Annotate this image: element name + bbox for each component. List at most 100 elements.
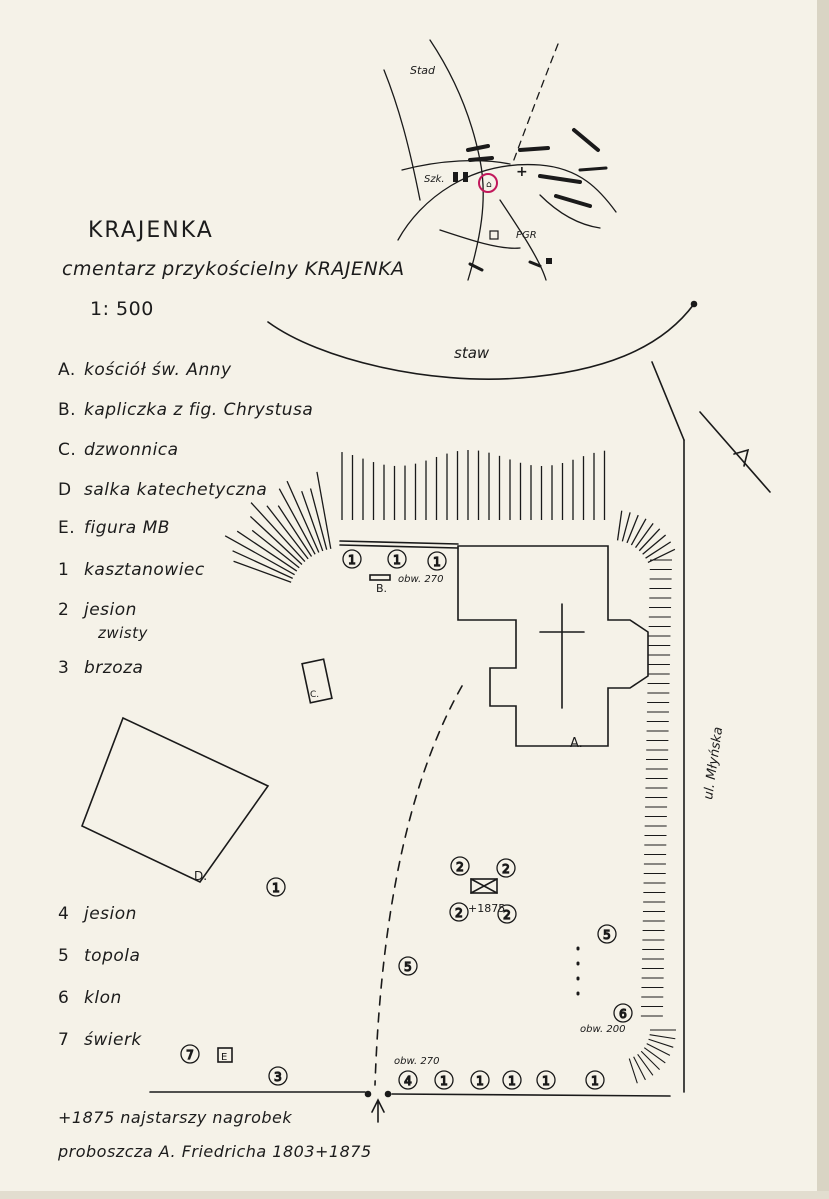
tree-number: 1 (508, 1074, 516, 1088)
footnote-line-2: proboszcza A. Friedricha 1803+1875 (58, 1142, 372, 1161)
tree-marker: 2 (497, 904, 517, 924)
legend-tree-3: 3 brzoza (58, 658, 143, 678)
legend-label: brzoza (84, 658, 144, 678)
pond-label: staw (454, 344, 490, 362)
legend-item-e: E.figura MB (58, 518, 170, 538)
pond-shoreline (267, 303, 695, 380)
hachure (316, 471, 332, 549)
inset-church-cross: + (516, 164, 528, 180)
inset-road (511, 43, 559, 166)
label-chapel: B. (376, 582, 387, 595)
inset-road (499, 199, 547, 281)
tree-number: 3 (274, 1070, 282, 1084)
hachure (630, 518, 647, 546)
legend-key: 3 (58, 658, 70, 678)
tree-number: 7 (186, 1048, 194, 1062)
hachure (251, 529, 300, 569)
legend-label: kościół św. Anny (84, 360, 232, 380)
legend-key: 2 (58, 600, 70, 620)
legend-key: B. (58, 400, 77, 420)
slope-tick (646, 1043, 671, 1056)
tree-number: 1 (591, 1074, 599, 1088)
tree-number: 1 (433, 555, 441, 569)
inset-post-label: PGR (516, 230, 537, 241)
tree-marker: 1 (536, 1070, 556, 1090)
legend-item-c: C.dzwonnica (58, 440, 179, 460)
hachure (232, 550, 293, 579)
hall-d (80, 716, 270, 884)
label-figure: E (221, 1052, 227, 1063)
tree-marker: 4 (398, 1070, 418, 1090)
pond-end-dot (690, 300, 698, 308)
hachure (286, 480, 320, 553)
tree-marker: 2 (449, 902, 469, 922)
map-subtitle: cmentarz przykościelny KRAJENKA (62, 258, 405, 280)
inset-road (439, 229, 521, 249)
tree-marker: 7 (180, 1044, 200, 1064)
tree-number: 2 (456, 860, 464, 874)
legend-label: salka katechetyczna (84, 480, 268, 500)
hachure (266, 505, 309, 560)
hachure (626, 514, 639, 544)
label-belfry: C. (310, 690, 319, 700)
tree-number: 2 (503, 908, 511, 922)
tree-marker: 5 (398, 956, 418, 976)
legend-label: kapliczka z fig. Chrystusa (84, 400, 314, 420)
hachure (621, 512, 631, 542)
inset-road (397, 163, 617, 241)
map-title: KRAJENKA (88, 218, 214, 243)
boundary-bottom-right (391, 1093, 671, 1097)
north-arrow-head (733, 448, 750, 467)
inset-school-label: Szk. (424, 174, 445, 185)
tree-number: 5 (404, 960, 412, 974)
tree-marker: 1 (342, 549, 362, 569)
tree-marker: 6 (613, 1003, 633, 1023)
inset-road (401, 159, 511, 171)
north-arrow-shaft (699, 411, 771, 493)
legend-key: 4 (58, 904, 70, 924)
eastern-slope-ticks (628, 559, 676, 1084)
circumference-label: obw. 200 (580, 1024, 625, 1035)
tree-marker: 2 (450, 856, 470, 876)
legend-label: klon (84, 988, 122, 1008)
church-outline (457, 545, 649, 747)
inset-road (539, 194, 601, 229)
hachure (250, 502, 306, 563)
hachure (301, 490, 324, 552)
tree-marker: 5 (597, 924, 617, 944)
hachure (277, 505, 313, 557)
north-wall (339, 540, 459, 545)
hachure (642, 534, 667, 555)
legend-tree-2-cont: zwisty (98, 624, 148, 642)
circumference-label: obw. 270 (394, 1056, 439, 1067)
tree-number: 6 (619, 1007, 627, 1021)
tree-number: 1 (476, 1074, 484, 1088)
legend-label: topola (84, 946, 141, 966)
location-highlight-marker (478, 173, 498, 193)
hachure (233, 560, 292, 583)
tree-number: 4 (404, 1074, 412, 1088)
legend-key: 7 (58, 1030, 70, 1050)
tree-marker: 1 (502, 1070, 522, 1090)
inset-block (468, 166, 608, 272)
legend-key: E. (58, 518, 76, 538)
inset-block (466, 128, 600, 208)
legend-item-b: B. kapliczka z fig. Chrystusa (58, 400, 313, 420)
tree-marker: 3 (268, 1066, 288, 1086)
tree-number: 1 (272, 881, 280, 895)
tree-number: 5 (603, 928, 611, 942)
tree-number: 2 (455, 906, 463, 920)
label-hall: D. (194, 869, 207, 883)
legend-key: 1 (58, 560, 70, 580)
embankment-hachures (224, 450, 676, 583)
grave-1875 (470, 878, 498, 894)
legend-key: A. (58, 360, 76, 380)
label-church: A. (570, 736, 583, 751)
chapel-b (369, 574, 391, 581)
tree-marker: 2 (496, 858, 516, 878)
sheet-edge (817, 0, 829, 1199)
sheet-edge-bottom (0, 1191, 829, 1199)
legend-key: 5 (58, 946, 70, 966)
